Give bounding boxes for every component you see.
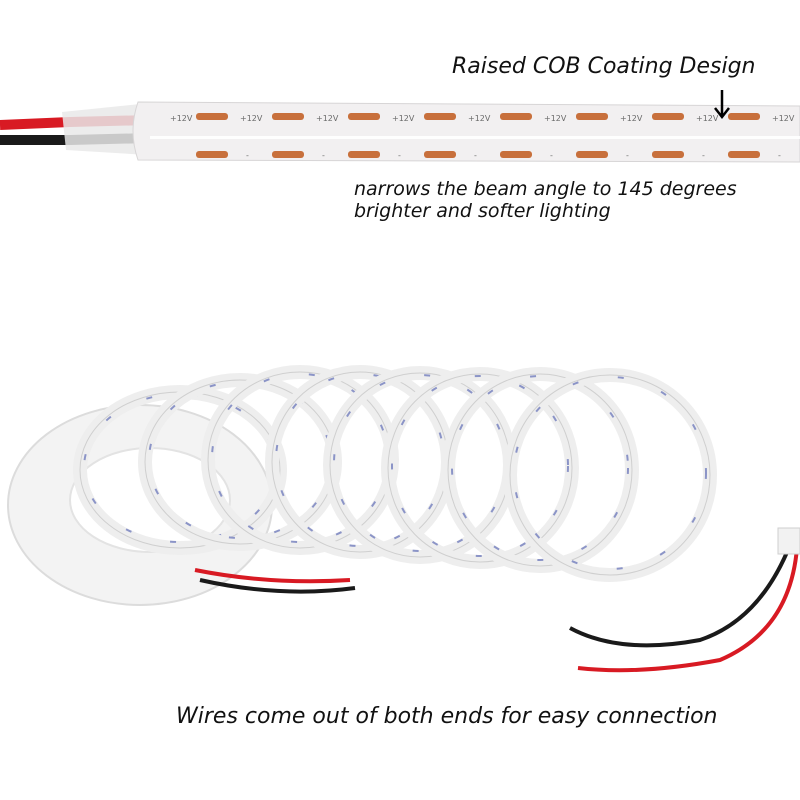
voltage-marking: +12V (468, 114, 491, 123)
caption-brighter-lighting: brighter and softer lighting (354, 200, 611, 222)
voltage-marking: +12V (170, 114, 193, 123)
voltage-marking: +12V (620, 114, 643, 123)
caption-wires-both-ends: Wires come out of both ends for easy con… (176, 704, 718, 729)
voltage-marking: +12V (316, 114, 339, 123)
led-chip (272, 113, 304, 120)
backing-tape-print (513, 376, 707, 570)
strip-loop-edge (509, 374, 711, 576)
led-chip (500, 151, 532, 158)
minus-marking: - (474, 151, 477, 160)
led-chip (196, 151, 228, 158)
minus-marking: - (702, 151, 705, 160)
led-chip (424, 113, 456, 120)
strip-loop-edge (447, 373, 633, 567)
led-chip (652, 151, 684, 158)
led-chip (424, 151, 456, 158)
led-chip (576, 113, 608, 120)
minus-marking: - (322, 151, 325, 160)
led-chip (652, 113, 684, 120)
minus-marking: - (550, 151, 553, 160)
caption-raised-cob: Raised COB Coating Design (452, 54, 756, 79)
minus-marking: - (626, 151, 629, 160)
voltage-marking: +12V (696, 114, 719, 123)
led-chip (576, 151, 608, 158)
strip-loops (73, 365, 717, 582)
voltage-marking: +12V (772, 114, 795, 123)
voltage-marking: +12V (240, 114, 263, 123)
led-chip (728, 151, 760, 158)
voltage-marking: +12V (544, 114, 567, 123)
backing-tape-print (451, 375, 629, 561)
minus-marking: - (778, 151, 781, 160)
led-chip (728, 113, 760, 120)
wire-black-bottom (199, 578, 356, 594)
wire-red-bottom (194, 568, 351, 584)
led-chip (196, 113, 228, 120)
led-chip (348, 151, 380, 158)
led-chip (500, 113, 532, 120)
caption-beam-angle: narrows the beam angle to 145 degrees (354, 178, 737, 200)
heat-shrink-sleeve (62, 104, 148, 155)
down-arrow-icon (714, 90, 730, 120)
led-chip-row: +12V - +12V - +12V - +12V - +12V - +12V - +12V - +12V -… (170, 113, 795, 160)
led-chip (348, 113, 380, 120)
minus-marking: - (398, 151, 401, 160)
wire-red-right (577, 547, 799, 673)
strip-loop-edge (387, 373, 573, 563)
voltage-marking: +12V (392, 114, 415, 123)
minus-marking: - (246, 151, 249, 160)
strip-highlight (150, 136, 800, 139)
wire-black-right (569, 544, 792, 648)
backing-tape-print (391, 375, 569, 557)
led-chip (272, 151, 304, 158)
wire-end-cap (777, 527, 800, 555)
